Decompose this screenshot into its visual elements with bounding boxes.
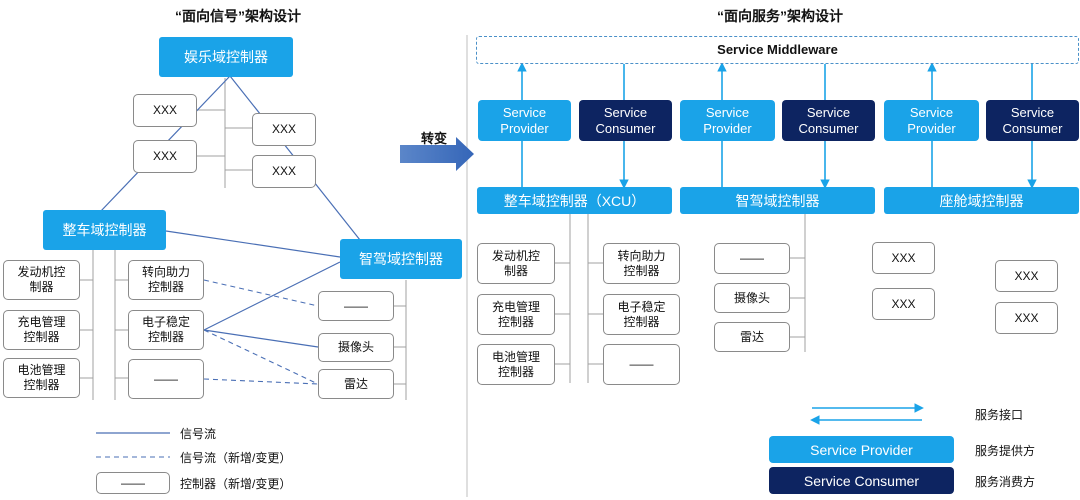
infotainment-controller: 娱乐域控制器 — [159, 37, 293, 77]
service-provider-1: Service Provider — [478, 100, 571, 141]
soa-battery-controller: 电池管理 控制器 — [477, 344, 555, 385]
soa-esc-controller: 电子稳定 控制器 — [603, 294, 680, 335]
legend-service-interface-label: 服务接口 — [975, 408, 1024, 422]
legend-controller-new-label: 控制器（新增/变更） — [180, 477, 292, 491]
new-controller-box: —— — [128, 359, 204, 399]
engine-controller: 发动机控 制器 — [3, 260, 80, 300]
adas-domain-controller: 智驾域控制器 — [340, 239, 462, 279]
vehicle-domain-controller: 整车域控制器 — [43, 210, 166, 250]
xxx-box-2: XXX — [133, 140, 197, 173]
service-provider-3: Service Provider — [884, 100, 979, 141]
steering-controller: 转向助力 控制器 — [128, 260, 204, 300]
charging-controller: 充电管理 控制器 — [3, 310, 80, 350]
soa-adas-new-controller: —— — [714, 243, 790, 274]
transform-label: 转变 — [421, 131, 448, 146]
service-consumer-3: Service Consumer — [986, 100, 1079, 141]
left-tree-lines — [80, 78, 407, 400]
legend-signal-new-label: 信号流（新增/变更） — [180, 451, 292, 465]
transform-arrow — [400, 137, 474, 171]
battery-controller: 电池管理 控制器 — [3, 358, 80, 398]
service-provider-2: Service Provider — [680, 100, 775, 141]
soa-steering-controller: 转向助力 控制器 — [603, 243, 680, 284]
xxx-box-1: XXX — [133, 94, 197, 127]
right-title: “面向服务”架构设计 — [717, 8, 843, 24]
right-tree-lines — [555, 214, 806, 383]
adas-new-controller: —— — [318, 291, 394, 321]
legend-service-provider-label: 服务提供方 — [975, 444, 1036, 458]
service-consumer-2: Service Consumer — [782, 100, 875, 141]
cockpit-xxx-1: XXX — [872, 242, 935, 274]
left-signal-lines-new — [203, 279, 319, 385]
xxx-box-3: XXX — [252, 113, 316, 146]
service-consumer-1: Service Consumer — [579, 100, 672, 141]
cockpit-xxx-3: XXX — [995, 260, 1058, 292]
xxx-box-4: XXX — [252, 155, 316, 188]
cockpit-xxx-4: XXX — [995, 302, 1058, 334]
soa-engine-controller: 发动机控 制器 — [477, 243, 555, 284]
adas-controller-soa: 智驾域控制器 — [680, 187, 875, 214]
left-legend-marks — [96, 432, 170, 458]
xcu-controller: 整车域控制器（XCU） — [477, 187, 672, 214]
soa-camera-box: 摄像头 — [714, 283, 790, 313]
legend-signal-label: 信号流 — [180, 427, 217, 441]
soa-radar-box: 雷达 — [714, 322, 790, 352]
legend-service-provider-box: Service Provider — [769, 436, 954, 463]
legend-service-consumer-label: 服务消费方 — [975, 475, 1036, 489]
soa-charging-controller: 充电管理 控制器 — [477, 294, 555, 335]
cockpit-xxx-2: XXX — [872, 288, 935, 320]
left-title: “面向信号”架构设计 — [175, 8, 301, 24]
cockpit-controller: 座舱域控制器 — [884, 187, 1079, 214]
right-legend-marks — [810, 403, 924, 425]
camera-box: 摄像头 — [318, 333, 394, 362]
legend-controller-box: —— — [96, 472, 170, 494]
service-middleware: Service Middleware — [476, 36, 1079, 64]
soa-new-controller: —— — [603, 344, 680, 385]
radar-box: 雷达 — [318, 369, 394, 399]
legend-service-consumer-box: Service Consumer — [769, 467, 954, 494]
esc-controller: 电子稳定 控制器 — [128, 310, 204, 350]
